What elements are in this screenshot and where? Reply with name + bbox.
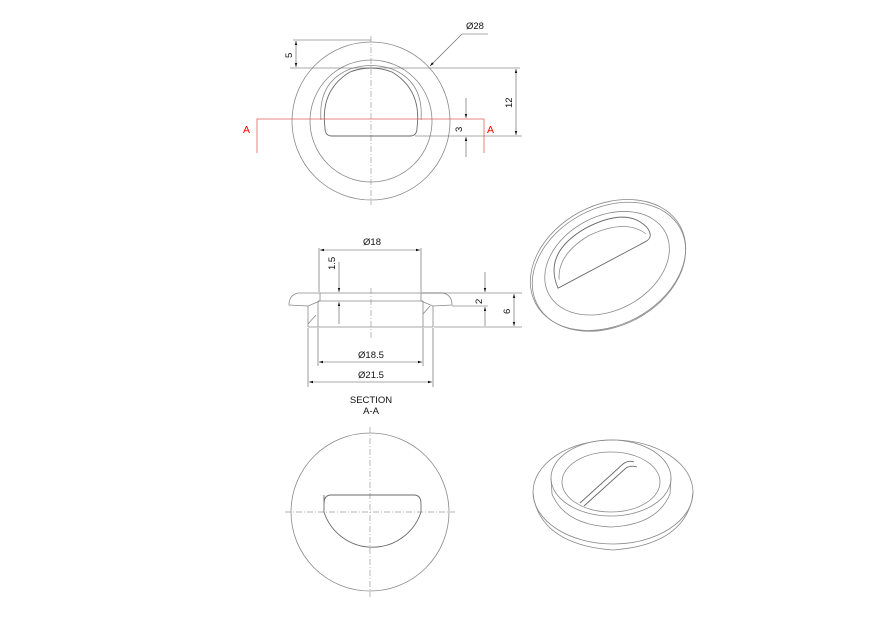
- iso-body-top: [550, 439, 672, 517]
- bottom-view: [285, 427, 455, 597]
- dim-text-diameter-21-5: Ø21.5: [358, 370, 384, 381]
- dim-text-diameter-18: Ø18: [363, 237, 381, 248]
- dim-text-diameter-18-5: Ø18.5: [358, 350, 384, 361]
- iso-half-moon-opening: [553, 216, 651, 289]
- section-mark-right: A: [487, 124, 494, 136]
- opening-rim: [320, 65, 422, 121]
- dim-text-1-5: 1.5: [327, 257, 338, 270]
- iso-inner-opening: [561, 451, 661, 513]
- iso-flange-edge: [532, 491, 694, 551]
- dim-text-6: 6: [502, 309, 513, 314]
- section-mark-left: A: [243, 124, 250, 136]
- iso-view-top: [529, 199, 687, 332]
- iso-divider-edge-1: [579, 460, 635, 504]
- hatch: [422, 305, 431, 315]
- dim-text-12: 12: [504, 97, 515, 108]
- bottom-half-moon-opening: [323, 494, 422, 548]
- leader-diameter-28: [429, 33, 488, 67]
- flange-left: [288, 292, 321, 307]
- iso-flange-top: [532, 439, 694, 545]
- outer-flange-circle: [291, 41, 451, 201]
- dim-text-2: 2: [474, 299, 485, 304]
- iso-outer-rim-edge: [531, 201, 687, 332]
- dim-text-5: 5: [284, 53, 295, 58]
- iso-body-wall: [550, 477, 672, 528]
- dim-text-3: 3: [454, 127, 465, 132]
- iso-opening-wall: [558, 226, 646, 280]
- section-caption-label: A-A: [363, 406, 380, 417]
- top-view: A A 5 Ø28 12 3: [243, 21, 522, 205]
- section-caption-title: SECTION: [350, 395, 392, 406]
- flange-right: [420, 292, 453, 307]
- hatch: [307, 314, 317, 325]
- iso-inner-rim: [544, 211, 670, 316]
- dim-text-diameter-28: Ø28: [466, 21, 484, 32]
- body-circle: [309, 59, 433, 183]
- section-view: Ø18 1.5 2 6 Ø18.5 Ø21.5 SECTION A-A: [288, 237, 522, 417]
- iso-view-bottom: [532, 439, 694, 551]
- iso-outer-rim: [529, 199, 687, 331]
- iso-divider-edge-2: [583, 465, 638, 507]
- half-moon-opening: [323, 67, 419, 137]
